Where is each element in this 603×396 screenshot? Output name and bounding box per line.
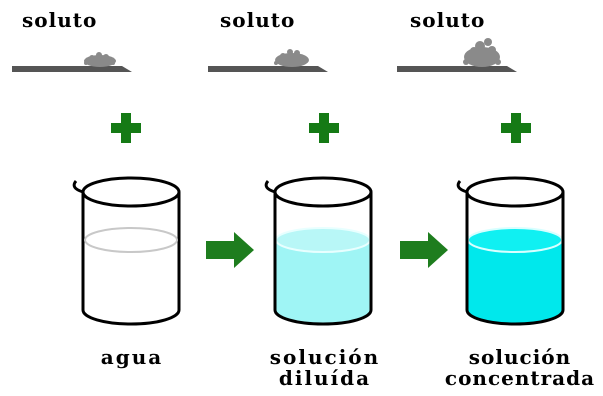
solute-tray-3 — [397, 38, 517, 72]
plus-icon-3 — [501, 113, 531, 143]
caption-water: agua — [80, 347, 184, 368]
plus-icon-1 — [111, 113, 141, 143]
solute-pile-3 — [463, 38, 501, 67]
arrow-right-icon-2 — [400, 232, 448, 268]
beaker-concentrated — [456, 176, 565, 326]
beaker-water — [72, 176, 181, 326]
solute-label-3: soluto — [410, 8, 486, 32]
plus-icon-2 — [309, 113, 339, 143]
caption-concentrated-line-2: concentrada — [444, 366, 596, 390]
solute-label-1: soluto — [22, 8, 98, 32]
caption-dilute: solución diluída — [255, 347, 395, 389]
solute-tray-2 — [208, 49, 328, 72]
caption-dilute-line-2: diluída — [278, 366, 372, 390]
caption-water-line-1: agua — [100, 345, 164, 369]
arrow-right-icon-1 — [206, 232, 254, 268]
solute-pile-2 — [274, 49, 309, 67]
caption-dilute-line-1: solución — [269, 345, 381, 369]
solute-pile-1 — [84, 52, 116, 67]
beaker-dilute — [264, 176, 373, 326]
solute-label-2: soluto — [220, 8, 296, 32]
caption-concentrated-line-1: solución — [468, 345, 572, 369]
solute-tray-1 — [12, 52, 132, 72]
caption-concentrated: solución concentrada — [440, 347, 600, 389]
